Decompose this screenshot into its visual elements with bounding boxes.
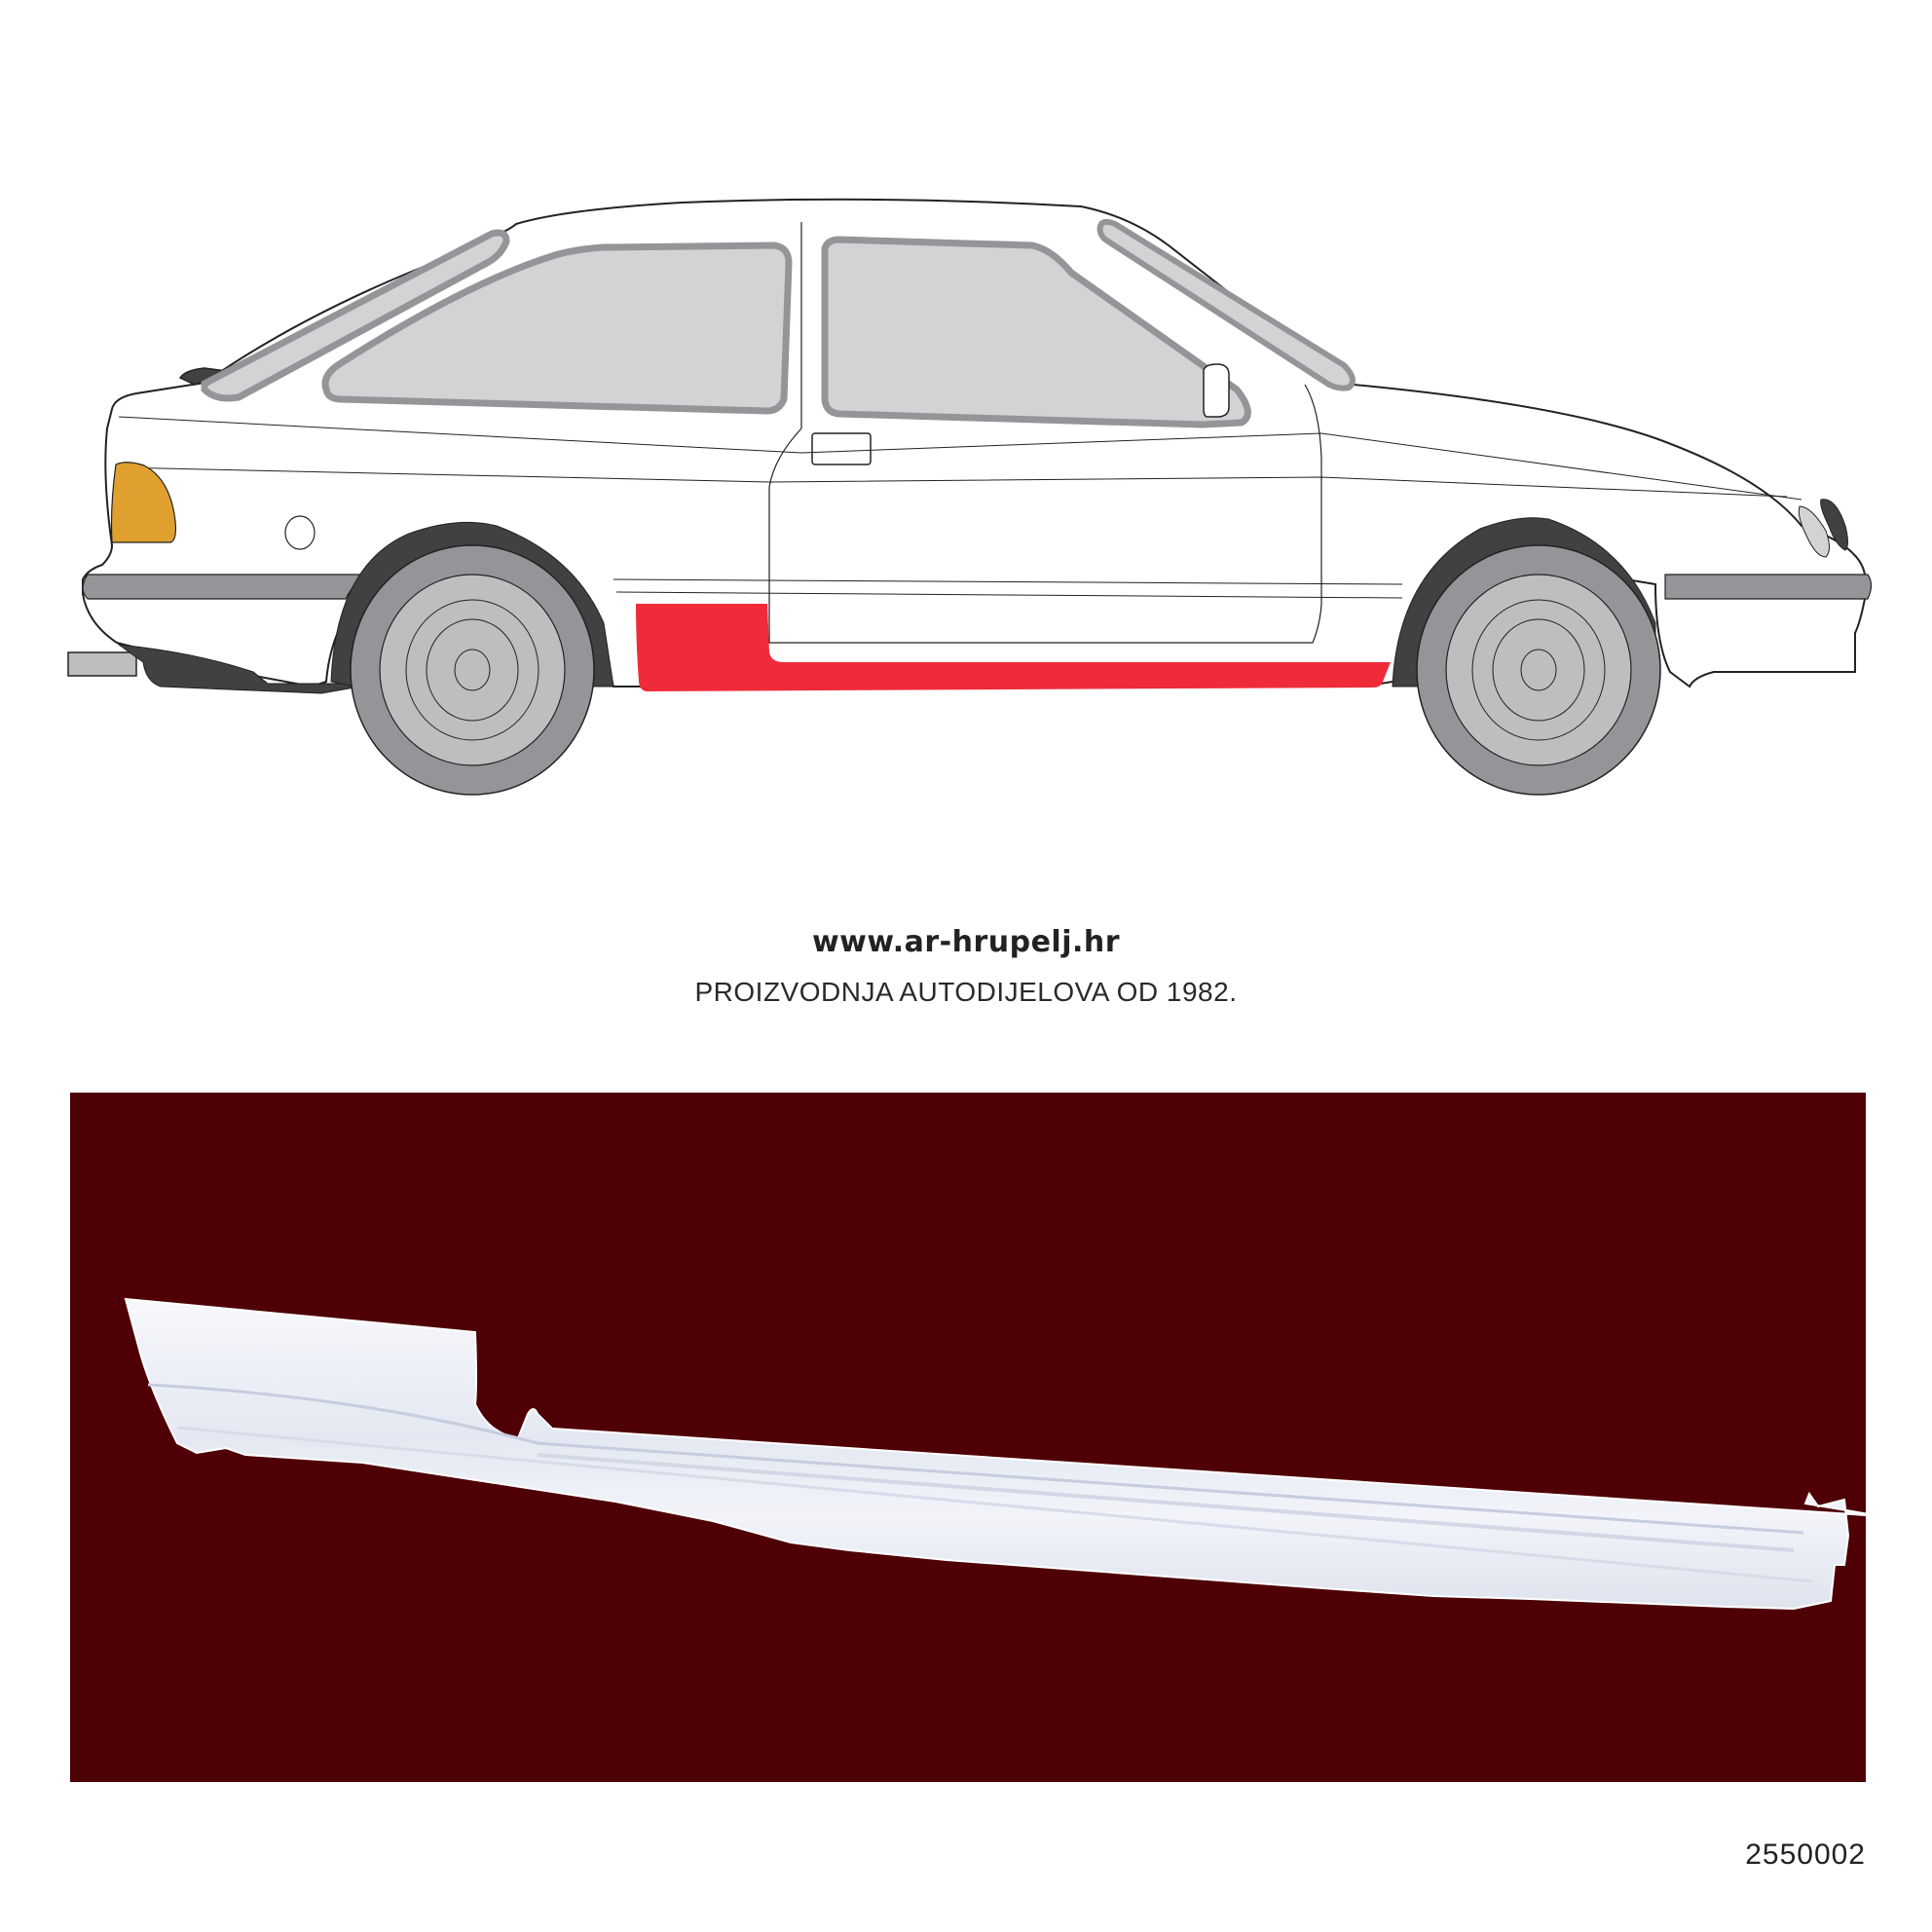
door-window — [821, 236, 1251, 428]
front-wheel — [1416, 544, 1661, 796]
body-line-upper — [118, 416, 1802, 501]
part-crease-upper — [147, 1383, 1804, 1535]
rocker-panel-part — [124, 1297, 1866, 1611]
windshield-strip — [1096, 218, 1356, 391]
product-photo — [70, 1093, 1866, 1782]
fuel-cap — [284, 515, 316, 550]
rear-indicator — [110, 462, 177, 543]
company-tagline: PROIZVODNJA AUTODIJELOVA OD 1982. — [694, 977, 1238, 1007]
sill-line-2 — [615, 591, 1403, 599]
part-number: 2550002 — [1745, 1839, 1866, 1871]
body-line-lower — [118, 466, 1788, 498]
rear-wheel — [350, 544, 595, 796]
front-grille — [1820, 499, 1848, 551]
sill-line — [613, 578, 1403, 585]
website-url[interactable]: www.ar-hrupelj.hr — [811, 925, 1121, 959]
part-crease-mid — [537, 1453, 1795, 1552]
rear-valance — [117, 644, 361, 694]
rear-bumper — [82, 574, 364, 600]
door-handle — [811, 432, 872, 465]
headlight — [1798, 505, 1830, 558]
side-mirror — [1203, 363, 1230, 418]
rocker-panel-highlight — [636, 604, 1391, 691]
rear-quarter-window — [321, 242, 793, 415]
rear-hatch-glass — [201, 229, 510, 402]
car-side-diagram — [67, 198, 1873, 796]
door-outline — [768, 384, 1322, 644]
tow-bar — [67, 651, 137, 677]
part-crease-lower — [176, 1426, 1814, 1583]
front-bumper — [1664, 574, 1873, 600]
